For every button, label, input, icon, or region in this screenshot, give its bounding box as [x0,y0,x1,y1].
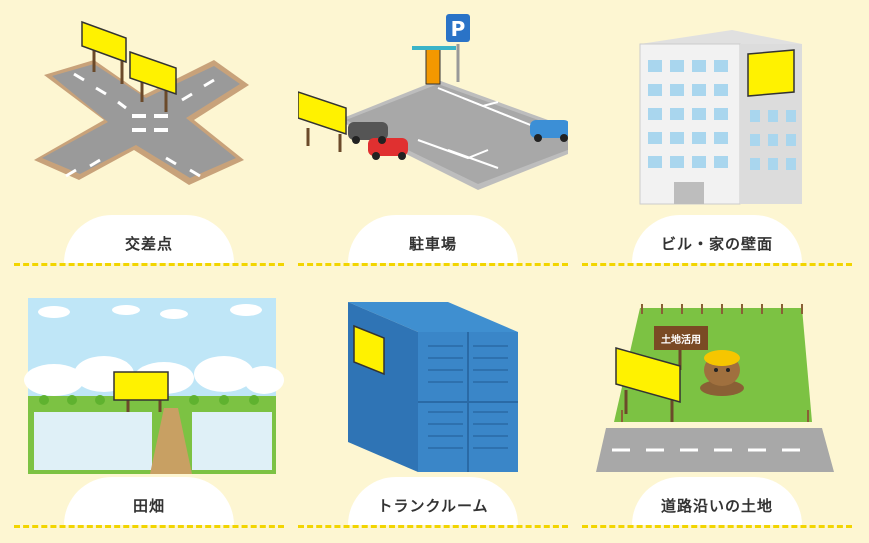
location-label-wrap: 交差点 [14,215,284,267]
location-label-wrap: 駐車場 [298,215,568,267]
location-label-wrap: 道路沿いの土地 [582,477,852,529]
dashed-divider [582,263,852,266]
parking-illustration: P [298,14,568,190]
location-label: 駐車場 [408,235,457,253]
dashed-divider [298,263,568,266]
label-bubble: 道路沿いの土地 [632,477,802,525]
trunk-room-illustration [348,302,518,472]
location-card-parking: P 駐車場 [298,0,568,266]
parking-p-mark: P [451,17,466,41]
roadside-land-illustration: 土地活用 [596,304,834,472]
dashed-divider [298,525,568,528]
intersection-illustration [34,20,249,185]
location-card-trunk-room: トランクルーム [298,262,568,528]
label-bubble: 交差点 [64,215,234,263]
location-card-building: ビル・家の壁面 [582,0,852,266]
label-bubble: 田畑 [64,477,234,525]
dashed-divider [14,525,284,528]
label-bubble: 駐車場 [348,215,518,263]
location-card-field: 田畑 [14,262,284,528]
location-label-wrap: ビル・家の壁面 [582,215,852,267]
location-card-intersection: 交差点 [14,0,284,266]
field-illustration [24,298,284,474]
location-label-wrap: トランクルーム [298,477,568,529]
label-bubble: ビル・家の壁面 [632,215,802,263]
location-label: 道路沿いの土地 [660,497,773,515]
location-card-roadside-land: 土地活用 道路沿いの土地 [582,262,852,528]
building-illustration [639,30,802,205]
location-label: ビル・家の壁面 [660,235,773,253]
location-label-wrap: 田畑 [14,477,284,529]
land-use-sign-text: 土地活用 [661,333,701,346]
location-label: 交差点 [124,235,173,253]
location-label: トランクルーム [377,497,489,515]
label-bubble: トランクルーム [348,477,518,525]
dashed-divider [582,525,852,528]
dashed-divider [14,263,284,266]
location-label: 田畑 [132,497,165,515]
